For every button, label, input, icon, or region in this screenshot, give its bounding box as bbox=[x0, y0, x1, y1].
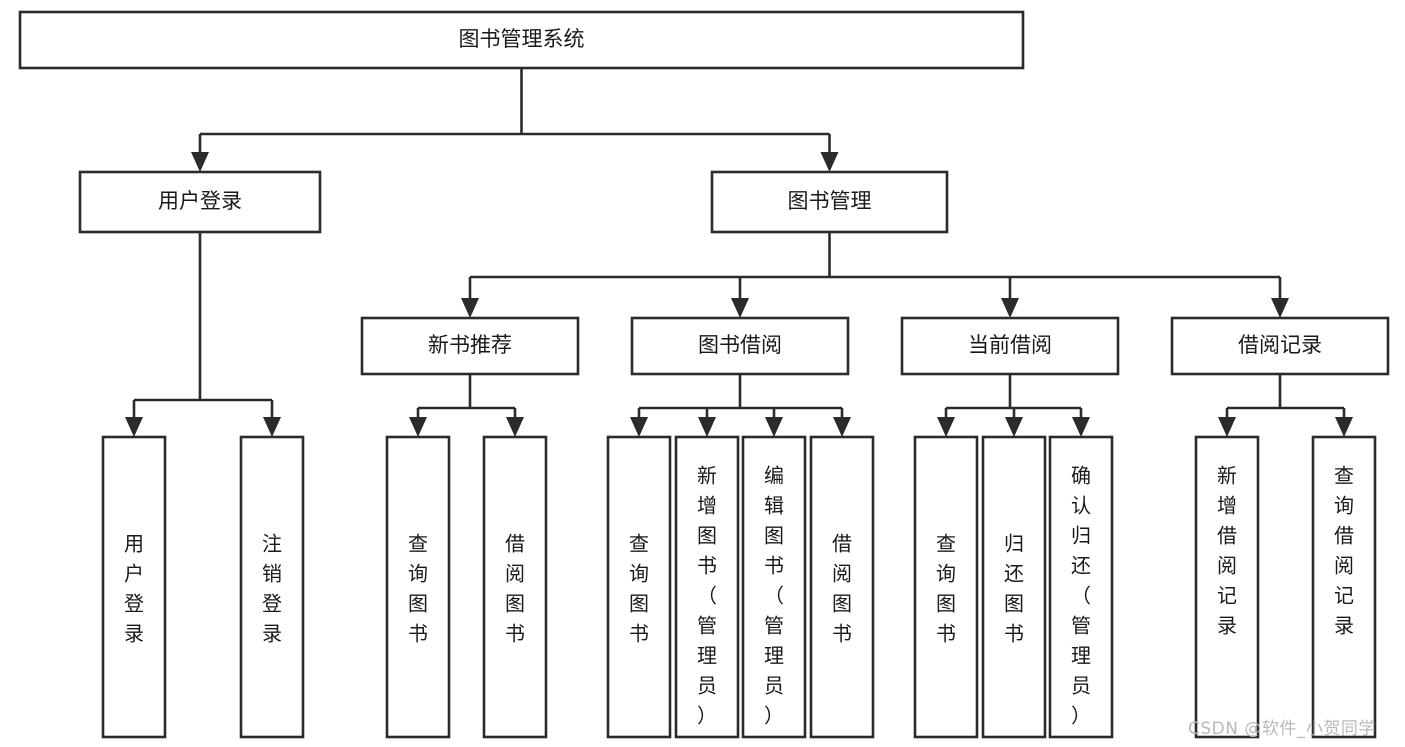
node-label-leaf-query-book-2: 查询图书 bbox=[629, 531, 649, 645]
node-box-book-manage bbox=[710, 170, 949, 234]
node-leaf-edit-book[interactable]: 编辑图书（管理员） bbox=[741, 435, 807, 739]
node-label-leaf-query-record: 查询借阅记录 bbox=[1334, 463, 1354, 637]
node-leaf-return-book[interactable]: 归还图书 bbox=[981, 435, 1047, 739]
arrow-icon-book-borrow-2 bbox=[765, 417, 783, 437]
node-label-book-borrow: 图书借阅 bbox=[698, 333, 782, 357]
arrow-icon-book-borrow-0 bbox=[630, 417, 648, 437]
node-box-leaf-confirm-return bbox=[1048, 435, 1114, 739]
node-box-leaf-user-logout bbox=[239, 435, 305, 739]
arrow-icon-new-book-rec-0 bbox=[409, 417, 427, 437]
node-box-borrow-record bbox=[1170, 316, 1390, 376]
node-label-borrow-record: 借阅记录 bbox=[1238, 333, 1322, 357]
node-leaf-add-book[interactable]: 新增图书（管理员） bbox=[674, 435, 740, 739]
node-borrow-record[interactable]: 借阅记录 bbox=[1170, 316, 1390, 376]
arrow-icon-book-manage-2 bbox=[1001, 298, 1019, 318]
arrow-icon-book-manage-0 bbox=[461, 298, 479, 318]
nodes-layer: 图书管理系统用户登录图书管理新书推荐图书借阅当前借阅借阅记录用户登录注销登录查询… bbox=[18, 10, 1390, 739]
node-label-current-borrow: 当前借阅 bbox=[968, 333, 1052, 357]
node-leaf-user-logout[interactable]: 注销登录 bbox=[239, 435, 305, 739]
node-box-leaf-return-book bbox=[981, 435, 1047, 739]
node-box-leaf-query-record bbox=[1311, 435, 1377, 739]
arrow-icon-book-manage-3 bbox=[1271, 298, 1289, 318]
node-box-book-borrow bbox=[630, 316, 850, 376]
node-leaf-borrow-book-2[interactable]: 借阅图书 bbox=[809, 435, 875, 739]
arrow-icon-current-borrow-2 bbox=[1072, 417, 1090, 437]
arrow-icon-book-manage-1 bbox=[731, 298, 749, 318]
node-label-leaf-edit-book: 编辑图书（管理员） bbox=[764, 463, 784, 727]
node-box-leaf-borrow-book-1 bbox=[482, 435, 548, 739]
node-box-root bbox=[18, 10, 1025, 70]
node-box-leaf-query-book-2 bbox=[606, 435, 672, 739]
arrow-icon-book-borrow-1 bbox=[698, 417, 716, 437]
node-leaf-query-book-2[interactable]: 查询图书 bbox=[606, 435, 672, 739]
node-box-leaf-add-book bbox=[674, 435, 740, 739]
arrow-icon-user-login-1 bbox=[263, 417, 281, 437]
node-leaf-confirm-return[interactable]: 确认归还（管理员） bbox=[1048, 435, 1114, 739]
node-label-leaf-query-book-1: 查询图书 bbox=[408, 531, 428, 645]
node-label-new-book-rec: 新书推荐 bbox=[428, 333, 512, 357]
node-box-user-login bbox=[78, 170, 322, 234]
node-box-leaf-edit-book bbox=[741, 435, 807, 739]
arrow-icon-current-borrow-0 bbox=[937, 417, 955, 437]
node-current-borrow[interactable]: 当前借阅 bbox=[900, 316, 1120, 376]
arrow-icon-root-0 bbox=[191, 152, 209, 172]
node-label-root: 图书管理系统 bbox=[459, 27, 585, 51]
node-box-leaf-user-login bbox=[101, 435, 167, 739]
node-label-book-manage: 图书管理 bbox=[788, 189, 872, 213]
node-leaf-query-book-3[interactable]: 查询图书 bbox=[913, 435, 979, 739]
connectors-layer bbox=[125, 68, 1353, 437]
node-leaf-user-login[interactable]: 用户登录 bbox=[101, 435, 167, 739]
arrow-icon-book-borrow-3 bbox=[833, 417, 851, 437]
node-root[interactable]: 图书管理系统 bbox=[18, 10, 1025, 70]
node-box-leaf-add-record bbox=[1194, 435, 1260, 739]
node-label-leaf-add-record: 新增借阅记录 bbox=[1217, 463, 1237, 637]
arrow-icon-borrow-record-1 bbox=[1335, 417, 1353, 437]
node-box-leaf-borrow-book-2 bbox=[809, 435, 875, 739]
node-user-login[interactable]: 用户登录 bbox=[78, 170, 322, 234]
node-leaf-query-record[interactable]: 查询借阅记录 bbox=[1311, 435, 1377, 739]
arrow-icon-new-book-rec-1 bbox=[506, 417, 524, 437]
node-label-leaf-query-book-3: 查询图书 bbox=[936, 531, 956, 645]
arrow-icon-root-1 bbox=[820, 152, 839, 172]
arrow-icon-current-borrow-1 bbox=[1005, 417, 1023, 437]
node-label-leaf-user-login: 用户登录 bbox=[124, 531, 144, 645]
node-book-borrow[interactable]: 图书借阅 bbox=[630, 316, 850, 376]
node-label-leaf-confirm-return: 确认归还（管理员） bbox=[1071, 463, 1091, 727]
node-leaf-add-record[interactable]: 新增借阅记录 bbox=[1194, 435, 1260, 739]
node-label-leaf-user-logout: 注销登录 bbox=[262, 531, 282, 645]
node-box-new-book-rec bbox=[360, 316, 580, 376]
node-label-user-login: 用户登录 bbox=[158, 189, 242, 213]
node-box-leaf-query-book-3 bbox=[913, 435, 979, 739]
node-leaf-query-book-1[interactable]: 查询图书 bbox=[385, 435, 451, 739]
node-label-leaf-add-book: 新增图书（管理员） bbox=[697, 463, 717, 727]
node-label-leaf-return-book: 归还图书 bbox=[1004, 531, 1024, 645]
node-box-leaf-query-book-1 bbox=[385, 435, 451, 739]
node-label-leaf-borrow-book-2: 借阅图书 bbox=[832, 531, 852, 645]
arrow-icon-borrow-record-0 bbox=[1218, 417, 1236, 437]
node-new-book-rec[interactable]: 新书推荐 bbox=[360, 316, 580, 376]
node-label-leaf-borrow-book-1: 借阅图书 bbox=[505, 531, 525, 645]
node-book-manage[interactable]: 图书管理 bbox=[710, 170, 949, 234]
node-leaf-borrow-book-1[interactable]: 借阅图书 bbox=[482, 435, 548, 739]
arrow-icon-user-login-0 bbox=[125, 417, 143, 437]
node-box-current-borrow bbox=[900, 316, 1120, 376]
